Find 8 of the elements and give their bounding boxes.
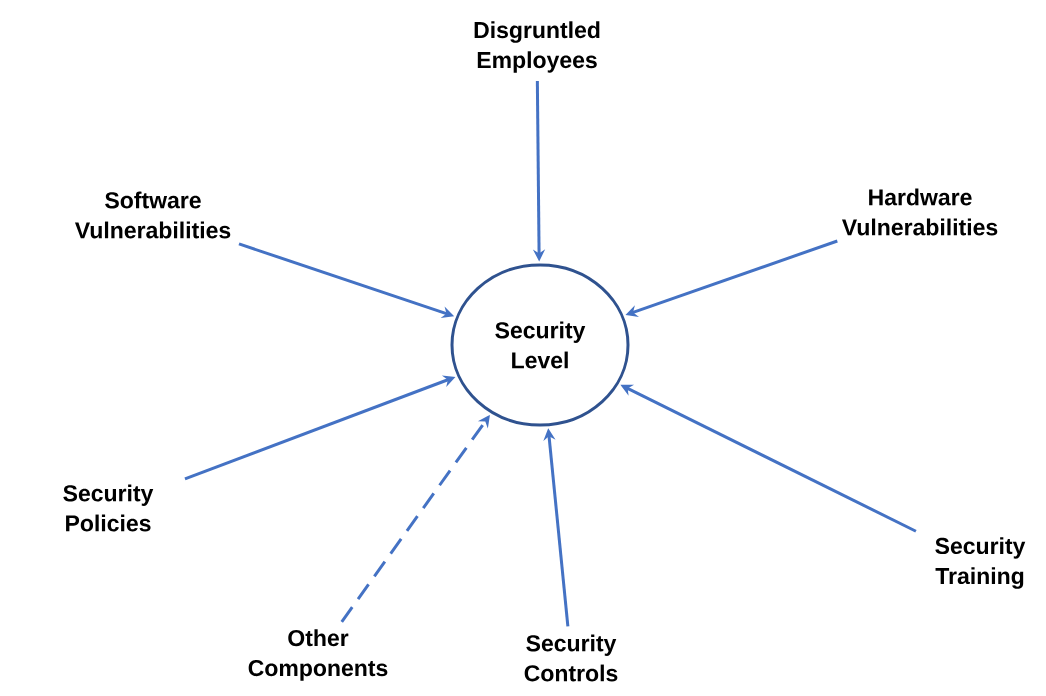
circle-node: Security Level: [450, 263, 630, 427]
node-label: Security Policies: [63, 484, 154, 532]
node-label: Security Controls: [524, 634, 618, 682]
node-label: Other Components: [248, 629, 388, 681]
node-label: Security Training: [935, 537, 1026, 589]
node-label: Disgruntled Employees: [474, 21, 600, 73]
node-label: Software Vulnerabilities: [75, 191, 231, 239]
node-label: Hardware Vulnerabilities: [842, 188, 998, 236]
